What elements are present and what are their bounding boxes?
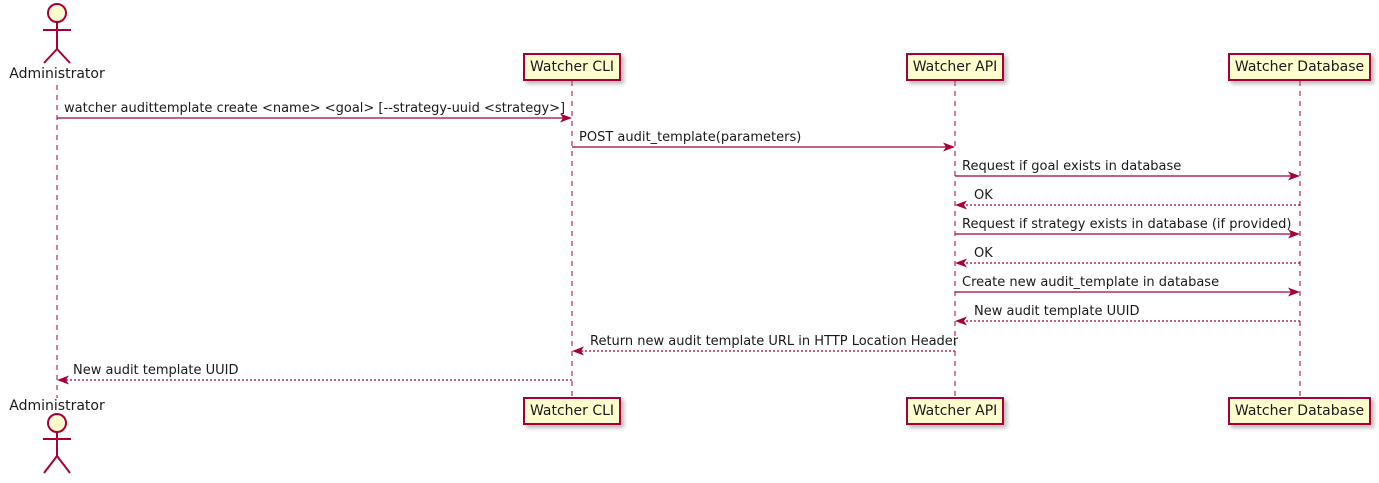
participant-watcher-cli-top: Watcher CLI [523, 53, 621, 81]
message-arrow-4 [955, 200, 1300, 210]
message-label-2: POST audit_template(parameters) [579, 130, 802, 145]
actor-label-administrator-top: Administrator [9, 66, 105, 82]
participant-watcher-database-bottom: Watcher Database [1228, 397, 1371, 425]
message-label-5: Request if strategy exists in database (… [962, 217, 1292, 232]
participant-watcher-api-bottom: Watcher API [906, 397, 1004, 425]
message-arrow-7 [955, 287, 1300, 297]
message-arrow-5 [955, 229, 1300, 239]
participant-watcher-api-top: Watcher API [906, 53, 1004, 81]
message-label-1: watcher audittemplate create <name> <goa… [64, 101, 566, 116]
participant-watcher-database-top: Watcher Database [1228, 53, 1371, 81]
actor-label-administrator-bottom: Administrator [9, 398, 105, 414]
message-arrow-9 [572, 346, 955, 356]
actor-figure-bottom [43, 413, 71, 474]
message-arrow-2 [572, 142, 955, 152]
message-arrow-6 [955, 258, 1300, 268]
message-label-6: OK [974, 246, 993, 261]
message-arrow-8 [955, 316, 1300, 326]
message-arrow-10 [57, 375, 572, 385]
message-label-4: OK [974, 188, 993, 203]
message-label-9: Return new audit template URL in HTTP Lo… [590, 334, 959, 349]
message-arrow-1 [57, 113, 572, 123]
message-label-8: New audit template UUID [974, 304, 1140, 319]
participant-watcher-cli-bottom: Watcher CLI [523, 397, 621, 425]
message-arrow-3 [955, 171, 1300, 181]
message-label-3: Request if goal exists in database [962, 159, 1182, 174]
message-label-7: Create new audit_template in database [962, 275, 1220, 290]
actor-figure-top [43, 3, 71, 64]
message-label-10: New audit template UUID [73, 363, 239, 378]
